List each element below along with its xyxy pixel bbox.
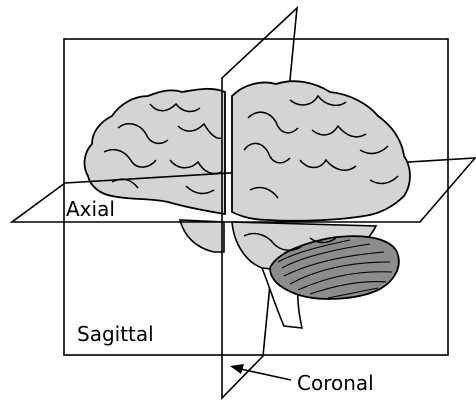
coronal-label: Coronal [297,371,374,395]
sagittal-label: Sagittal [77,322,154,346]
coronal-arrow-icon [230,364,291,380]
brain-anterior-half [232,81,410,328]
anterior-cortex [232,81,410,221]
temporal-lobe-posterior [180,220,224,252]
brain-posterior-half [85,89,225,252]
axial-label: Axial [66,197,115,221]
